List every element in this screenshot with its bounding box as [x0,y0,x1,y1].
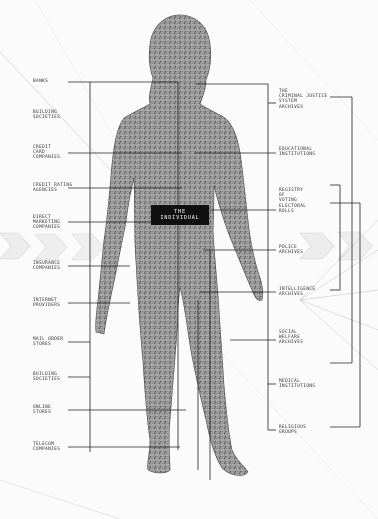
label-building-societies: BUILDING SOCIETIES [33,110,60,120]
label-social-welfare-archives: SOCIAL WELFARE ARCHIVES [279,330,303,346]
label-online-stores: ONLINE STORES [33,405,51,415]
label-electoral-rolls: REGISTRY OF VOTING ELECTORAL ROLLS [279,188,306,214]
label-police-archives: POLICE ARCHIVES [279,245,303,255]
label-credit-rating-agencies: CREDIT RATING AGENCIES [33,183,72,193]
center-label-the-individual: THE INDIVIDUAL [151,205,209,225]
label-direct-marketing-companies: DIRECT MARKETING COMPANIES [33,215,60,231]
label-mail-order-stores: MAIL ORDER STORES [33,337,63,347]
label-telecom-companies: TELECOM COMPANIES [33,442,60,452]
label-intelligence-archives: INTELLIGENCE ARCHIVES [279,287,315,297]
label-credit-card-companies: CREDIT CARD COMPANIES [33,145,60,161]
label-educational-institutions: EDUCATIONAL INSTITUTIONS [279,147,315,157]
label-building-societies-2: BUILDING SOCIETIES [33,372,60,382]
label-religious-groups: RELIGIOUS GROUPS [279,425,306,435]
label-insurance-companies: INSURANCE COMPANIES [33,261,60,271]
label-internet-providers: INTERNET PROVIDERS [33,298,60,308]
label-medical-institutions: MEDICAL INSTITUTIONS [279,379,315,389]
label-criminal-justice-archives: THE CRIMINAL JUSTICE SYSTEM ARCHIVES [279,89,328,110]
label-banks: BANKS [33,79,48,84]
